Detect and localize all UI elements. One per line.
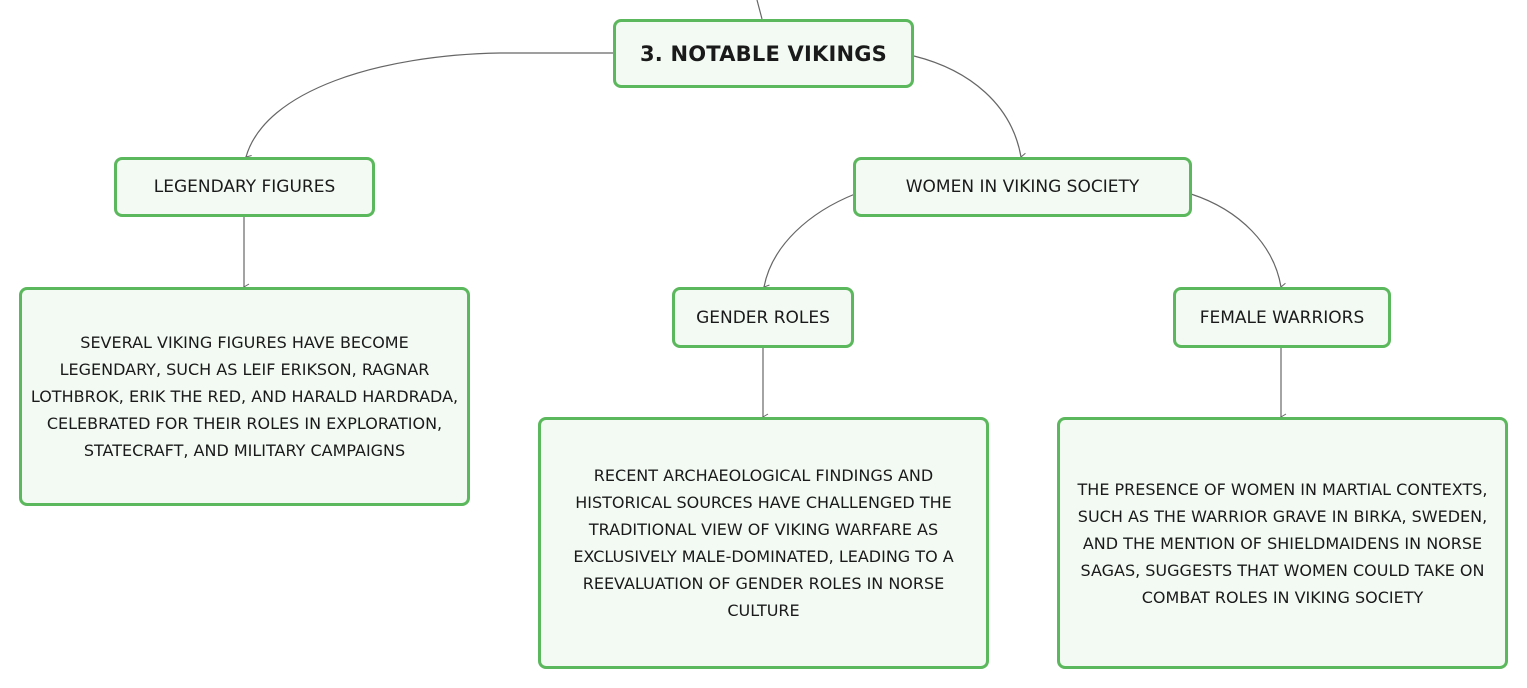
women-in-viking-society-node[interactable]: WOMEN IN VIKING SOCIETY bbox=[853, 157, 1192, 217]
root-node-label: 3. NOTABLE VIKINGS bbox=[639, 41, 887, 66]
gender-roles-node[interactable]: GENDER ROLES bbox=[672, 287, 854, 348]
female-warriors-description-node[interactable]: THE PRESENCE OF WOMEN IN MARTIAL CONTEXT… bbox=[1057, 417, 1508, 669]
gender-roles-description: RECENT ARCHAEOLOGICAL FINDINGS AND HISTO… bbox=[573, 466, 954, 620]
gender-roles-label: GENDER ROLES bbox=[696, 307, 830, 328]
edge-women-to-female-warriors bbox=[1190, 193, 1287, 290]
legendary-figures-node[interactable]: LEGENDARY FIGURES bbox=[114, 157, 375, 217]
edge-women-to-gender-roles bbox=[763, 193, 856, 292]
legendary-figures-description-node[interactable]: SEVERAL VIKING FIGURES HAVE BECOME LEGEN… bbox=[19, 287, 470, 506]
female-warriors-label: FEMALE WARRIORS bbox=[1199, 307, 1365, 328]
female-warriors-description: THE PRESENCE OF WOMEN IN MARTIAL CONTEXT… bbox=[1077, 479, 1488, 607]
edge-root-to-women-in-viking-society bbox=[913, 55, 1027, 160]
gender-roles-description-node[interactable]: RECENT ARCHAEOLOGICAL FINDINGS AND HISTO… bbox=[538, 417, 989, 669]
edge-parent-to-root bbox=[756, 0, 763, 20]
legendary-figures-label: LEGENDARY FIGURES bbox=[153, 177, 336, 197]
female-warriors-node[interactable]: FEMALE WARRIORS bbox=[1173, 287, 1391, 348]
legendary-figures-description: SEVERAL VIKING FIGURES HAVE BECOME LEGEN… bbox=[30, 333, 459, 460]
women-in-viking-society-label: WOMEN IN VIKING SOCIETY bbox=[905, 177, 1140, 197]
root-node[interactable]: 3. NOTABLE VIKINGS bbox=[613, 19, 914, 88]
edge-root-to-legendary-figures bbox=[245, 52, 613, 162]
